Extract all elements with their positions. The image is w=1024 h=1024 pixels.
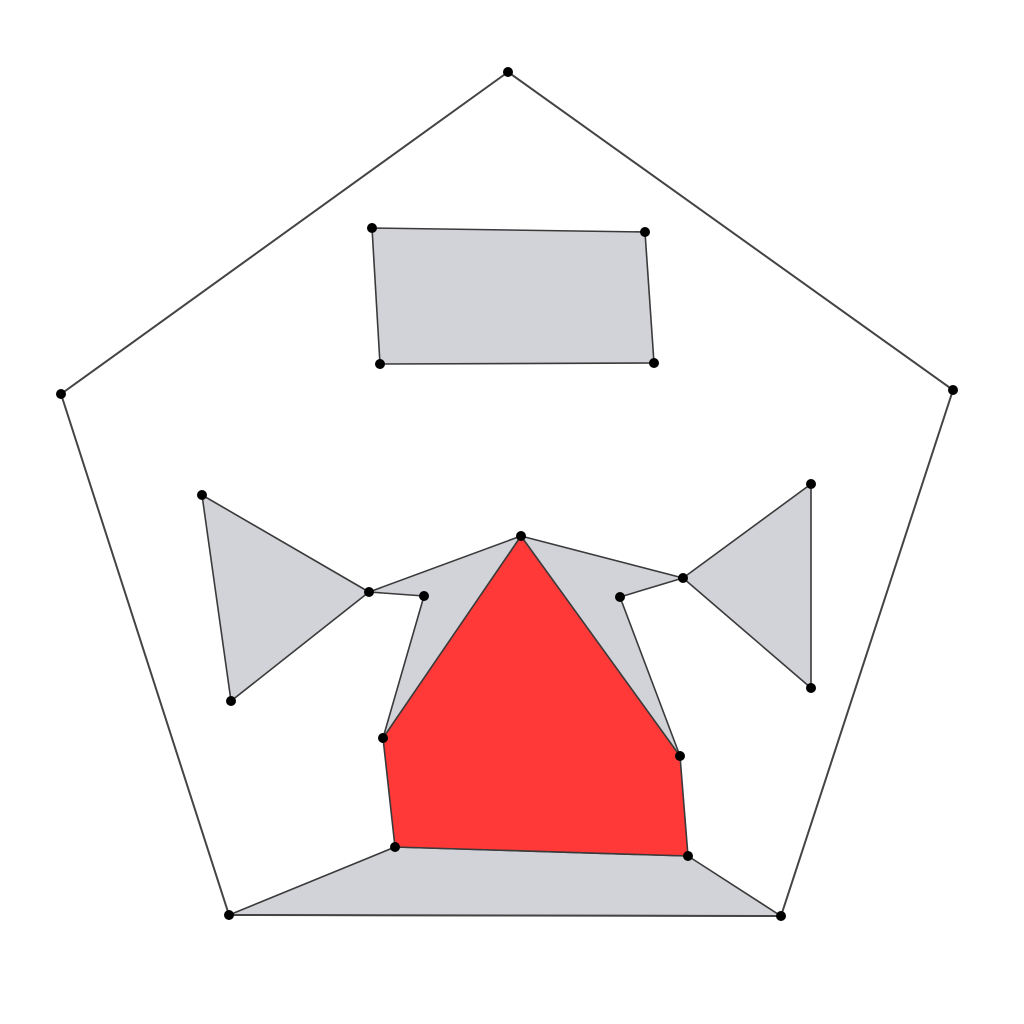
vertex-point-17: [615, 592, 625, 602]
vertices-layer: [56, 67, 958, 921]
faces-layer: [201, 227, 812, 917]
vertex-point-3: [224, 910, 234, 920]
red-pentagon: [382, 535, 689, 857]
vertex-point-0: [503, 67, 513, 77]
vertex-point-21: [683, 851, 693, 861]
vertex-point-12: [806, 479, 816, 489]
right-triangle: [682, 483, 812, 689]
vertex-point-2: [776, 911, 786, 921]
vertex-point-19: [675, 751, 685, 761]
vertex-point-10: [364, 587, 374, 597]
outer-pentagon-outline: [60, 71, 954, 917]
vertex-point-11: [226, 696, 236, 706]
vertex-point-15: [516, 531, 526, 541]
vertex-point-1: [948, 385, 958, 395]
vertex-point-5: [367, 223, 377, 233]
top-rectangle: [371, 227, 655, 365]
vertex-point-8: [375, 359, 385, 369]
vertex-point-7: [649, 358, 659, 368]
vertex-point-16: [419, 591, 429, 601]
vertex-point-20: [390, 842, 400, 852]
vertex-point-4: [56, 389, 66, 399]
vertex-point-9: [197, 490, 207, 500]
left-triangle: [201, 494, 370, 702]
vertex-point-14: [678, 573, 688, 583]
vertex-point-18: [378, 733, 388, 743]
vertex-point-13: [806, 683, 816, 693]
bottom-trapezoid: [228, 846, 782, 917]
vertex-point-6: [640, 227, 650, 237]
